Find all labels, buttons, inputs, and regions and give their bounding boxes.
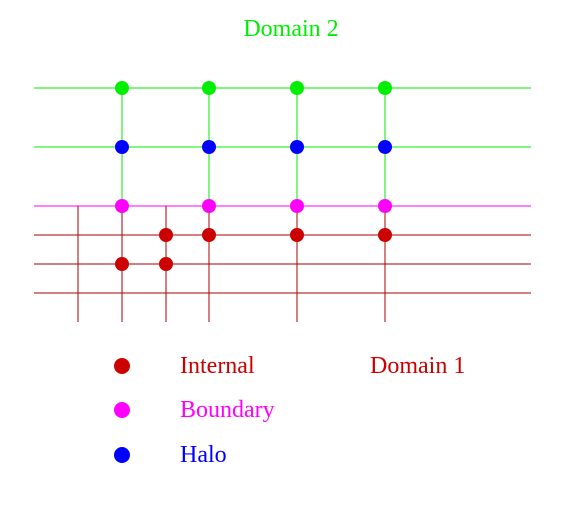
legend: Internal Boundary Halo bbox=[114, 353, 275, 468]
domain-2-grid bbox=[34, 87, 531, 206]
halo-node bbox=[378, 140, 392, 154]
boundary-node bbox=[378, 199, 392, 213]
boundary-node bbox=[290, 199, 304, 213]
legend-internal-label: Internal bbox=[180, 353, 255, 379]
internal-node bbox=[202, 228, 216, 242]
legend-internal-marker bbox=[114, 358, 130, 374]
internal-node bbox=[159, 257, 173, 271]
boundary-node bbox=[115, 199, 129, 213]
domain-1-label: Domain 1 bbox=[370, 353, 465, 379]
domain-2-node bbox=[202, 81, 216, 95]
domain-2-node bbox=[378, 81, 392, 95]
internal-node bbox=[290, 228, 304, 242]
domain-2-label: Domain 2 bbox=[243, 16, 338, 42]
domain-1-grid bbox=[34, 206, 531, 322]
legend-boundary-marker bbox=[114, 402, 130, 418]
internal-node bbox=[115, 257, 129, 271]
domain-2-nodes bbox=[115, 81, 392, 95]
legend-halo-marker bbox=[114, 447, 130, 463]
domain-2-node bbox=[115, 81, 129, 95]
boundary-nodes bbox=[115, 199, 392, 213]
internal-node bbox=[159, 228, 173, 242]
halo-node bbox=[115, 140, 129, 154]
boundary-node bbox=[202, 199, 216, 213]
internal-node bbox=[378, 228, 392, 242]
halo-node bbox=[290, 140, 304, 154]
domain-2-node bbox=[290, 81, 304, 95]
internal-nodes bbox=[115, 228, 392, 271]
legend-halo-label: Halo bbox=[180, 442, 227, 468]
halo-nodes bbox=[115, 140, 392, 154]
halo-node bbox=[202, 140, 216, 154]
legend-boundary-label: Boundary bbox=[180, 397, 275, 423]
